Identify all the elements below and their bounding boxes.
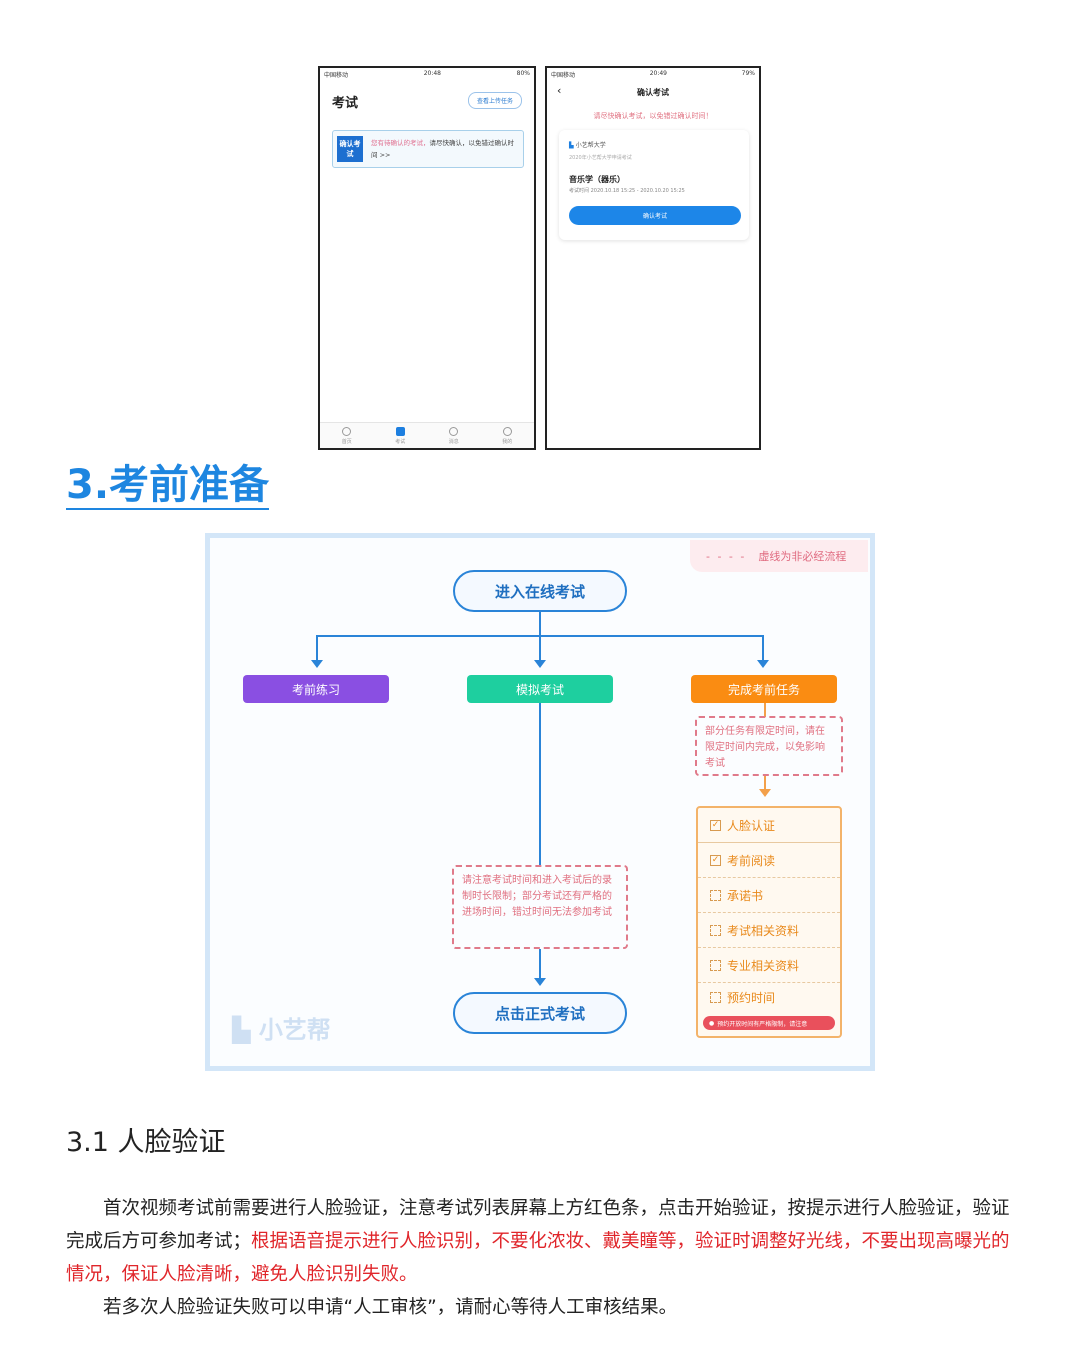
- clock: 20:48: [423, 70, 441, 77]
- nav-messages[interactable]: 消息: [449, 423, 459, 448]
- task-face-auth[interactable]: ✓ 人脸认证: [698, 808, 840, 843]
- carrier: 中国移动: [551, 72, 576, 79]
- checkbox-checked-icon: ✓: [710, 819, 721, 831]
- task-exam-materials[interactable]: 考试相关资料: [698, 913, 840, 948]
- task-label: 考前阅读: [727, 853, 776, 868]
- mock-note: 请注意考试时间和进入考试后的录制时长限制；部分考试还有严格的进场时间，错过时间无…: [452, 865, 628, 949]
- page-title: 确认考试: [637, 88, 669, 97]
- paragraph-highlight: 根据语音提示进行人脸识别，不要化浓妆、戴美瞳等，验证时调整好光线，不要出现高曝光…: [66, 1231, 1010, 1285]
- section-heading: 3.考前准备: [66, 462, 270, 510]
- nav-label: 首页: [341, 439, 352, 445]
- task-label: 考试相关资料: [727, 923, 800, 938]
- exam-time: 考试时间 2020.10.18 15:25 - 2020.10.20 15:25: [569, 188, 685, 194]
- logo-icon: ▙: [232, 1016, 259, 1044]
- notice-red: 您有待确认的考试，: [371, 139, 430, 147]
- phone-screenshot-exam-list: 中国移动 20:48 80% 考试 查看上传任务 确认考试 您有待确认的考试，请尽快…: [318, 66, 536, 450]
- carrier: 中国移动: [324, 72, 349, 79]
- subsection-title: 3.1 人脸验证: [66, 1127, 226, 1158]
- task-label: 人脸认证: [727, 818, 776, 833]
- nav-exam[interactable]: 考试: [395, 423, 405, 448]
- notice-text: 您有待确认的考试，请尽快确认，以免错过确认时间 >>: [371, 137, 519, 161]
- confirm-notice[interactable]: 确认考试 您有待确认的考试，请尽快确认，以免错过确认时间 >>: [332, 130, 524, 168]
- mock-exam-step: 模拟考试: [467, 675, 613, 703]
- arrow-down-icon: [311, 660, 323, 668]
- flowchart: - - - -虚线为非必经流程 进入在线考试 考前练习 模拟考试 完成考前任务 …: [205, 533, 875, 1071]
- paragraph-manual-review: 若多次人脸验证失败可以申请“人工审核”，请耐心等待人工审核结果。: [103, 1297, 678, 1318]
- info-icon: ●: [709, 1019, 715, 1027]
- reserve-warning-text: 预约开放时间有严格限制，请注意: [717, 1020, 808, 1028]
- notice-rest: 请尽快确认，以免错过确认时间 >>: [371, 139, 514, 159]
- subject: 音乐学（器乐）: [569, 175, 625, 184]
- task-list: ✓ 人脸认证 ✓ 考前阅读 承诺书 考试相关资料 专业相关资料 预约时间 ●预约开放…: [696, 806, 842, 1038]
- phone-screenshot-confirm-exam: 中国移动 20:49 79% ‹ 确认考试 请尽快确认考试，以免错过确认时间！ ▙ …: [545, 66, 761, 450]
- nav-home[interactable]: 首页: [342, 423, 352, 448]
- dash-legend-icon: - - - -: [706, 549, 747, 563]
- arrow-down-icon: [534, 978, 546, 986]
- task-pre-reading[interactable]: ✓ 考前阅读: [698, 843, 840, 878]
- practice-step: 考前练习: [243, 675, 389, 703]
- start-formal-exam: 点击正式考试: [453, 992, 627, 1034]
- school-name: ▙ 小艺帮大学: [569, 140, 606, 149]
- warning-text: 请尽快确认考试，以免错过确认时间！: [593, 112, 713, 120]
- back-icon[interactable]: ‹: [557, 84, 562, 97]
- nav-label: 消息: [448, 439, 459, 445]
- school-logo-icon: ▙: [569, 142, 576, 149]
- checkbox-empty-icon: [710, 959, 721, 971]
- watermark-logo: ▙ 小艺帮: [232, 1010, 331, 1045]
- upload-tasks-button[interactable]: 查看上传任务: [467, 92, 522, 109]
- exam-icon: [395, 427, 405, 436]
- checkbox-empty-icon: [710, 924, 721, 936]
- arrow-down-icon: [759, 789, 771, 797]
- checkbox-empty-icon: [710, 991, 721, 1003]
- reserve-warning: ●预约开放时间有严格限制，请注意: [703, 1016, 835, 1030]
- battery: 79%: [741, 70, 755, 77]
- task-label: 预约时间: [727, 990, 776, 1005]
- task-label: 承诺书: [727, 888, 764, 903]
- bottom-nav: 首页 考试 消息 我的: [320, 422, 534, 448]
- battery: 80%: [516, 70, 530, 77]
- task-reserve-time[interactable]: 预约时间: [698, 983, 840, 1011]
- school-label: 小艺帮大学: [575, 142, 606, 149]
- checkbox-empty-icon: [710, 889, 721, 901]
- pre-exam-tasks-step: 完成考前任务: [691, 675, 837, 703]
- nav-label: 考试: [395, 439, 406, 445]
- task-major-materials[interactable]: 专业相关资料: [698, 948, 840, 983]
- notice-badge: 确认考试: [337, 136, 363, 162]
- home-icon: [342, 427, 352, 436]
- task-label: 专业相关资料: [727, 958, 800, 973]
- arrow-down-icon: [534, 660, 546, 668]
- arrow-down-icon: [757, 660, 769, 668]
- user-icon: [502, 427, 512, 436]
- exam-card: ▙ 小艺帮大学 2020年小艺帮大学申请考试 音乐学（器乐） 考试时间 2020…: [559, 130, 749, 240]
- status-bar: 中国移动 20:49 79%: [547, 68, 759, 80]
- message-icon: [449, 427, 459, 436]
- checkbox-checked-icon: ✓: [710, 854, 721, 866]
- tasks-note: 部分任务有限定时间，请在限定时间内完成，以免影响考试: [695, 716, 843, 776]
- status-bar: 中国移动 20:48 80%: [320, 68, 534, 80]
- paragraph-face-verification: 首次视频考试前需要进行人脸验证，注意考试列表屏幕上方红色条，点击开始验证，按提示…: [66, 1192, 1018, 1291]
- nav-me[interactable]: 我的: [502, 423, 512, 448]
- legend: - - - - 虚线为非必经流程: [690, 540, 868, 572]
- clock: 20:49: [649, 70, 667, 77]
- exam-group: 2020年小艺帮大学申请考试: [569, 155, 632, 161]
- nav-label: 我的: [502, 439, 513, 445]
- legend-label: 虚线为非必经流程: [758, 550, 847, 563]
- page-title: 考试: [332, 96, 359, 111]
- start-online-exam: 进入在线考试: [453, 570, 627, 612]
- task-commitment[interactable]: 承诺书: [698, 878, 840, 913]
- watermark-text: 小艺帮: [258, 1016, 331, 1044]
- paragraph-text: 首次视频考试前需要进行人脸验证，注意考试列表屏幕上方红色条，点击开始验证，按提示…: [66, 1198, 1010, 1252]
- confirm-exam-button[interactable]: 确认考试: [569, 206, 741, 225]
